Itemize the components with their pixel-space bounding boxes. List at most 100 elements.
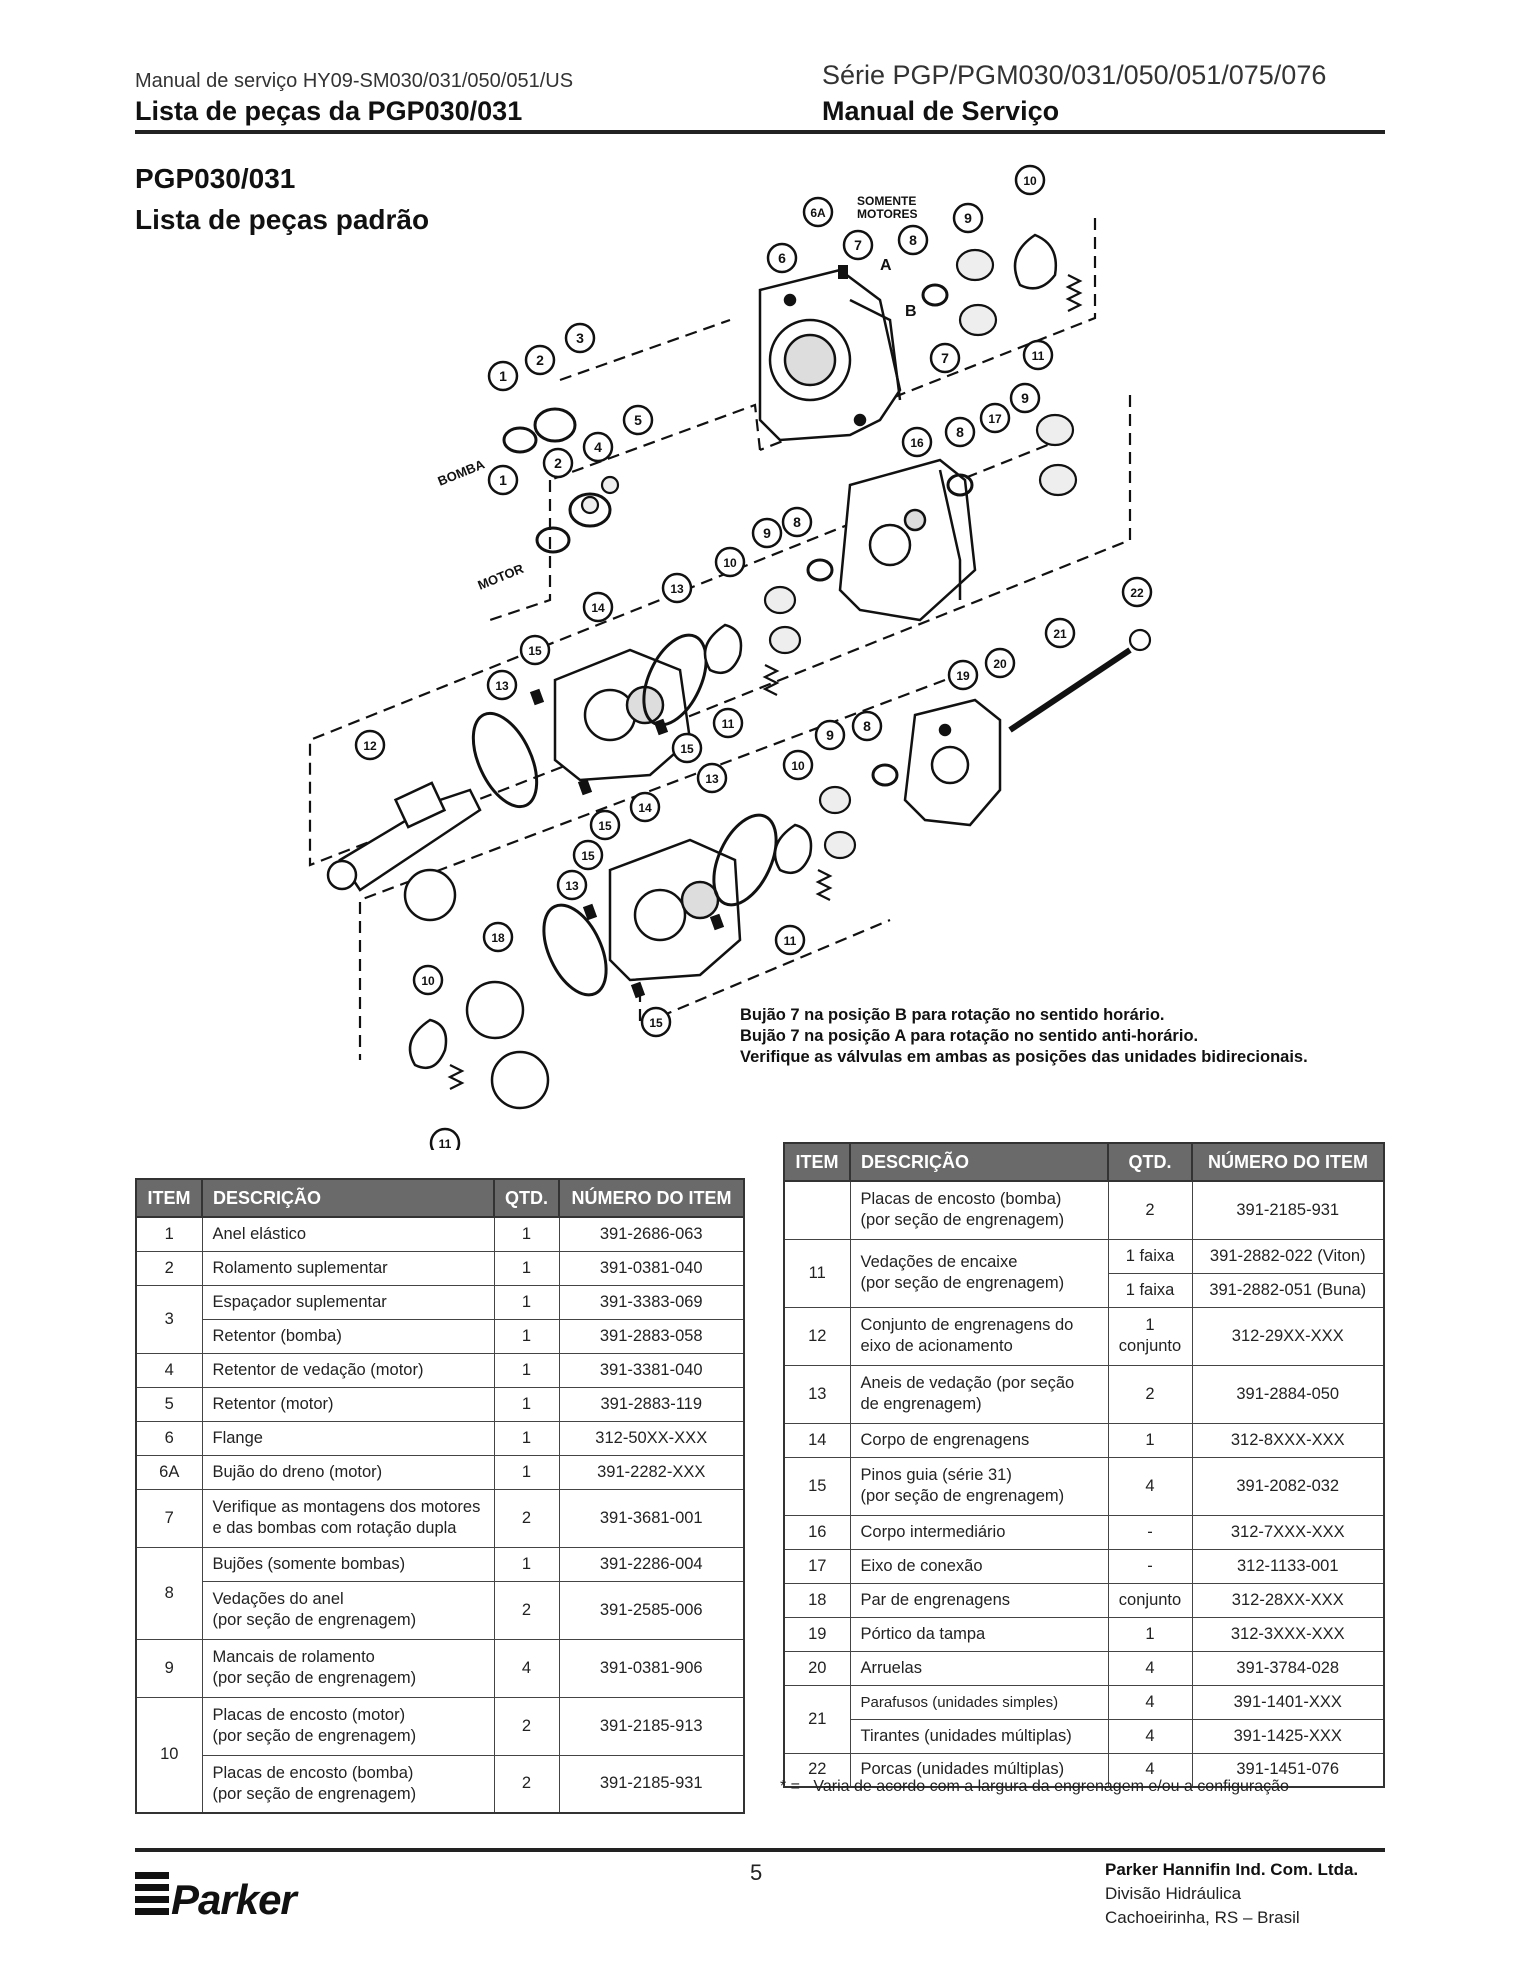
only-motors-label-1: SOMENTE	[857, 194, 916, 208]
part-number-cell: 391-2883-119	[558, 1386, 745, 1422]
part-number-cell: 391-1401-XXX	[1191, 1684, 1385, 1720]
desc-cell: Mancais de rolamento(por seção de engren…	[201, 1638, 495, 1698]
part-number-cell: 391-2185-931	[558, 1754, 745, 1814]
tie-rod-part	[1008, 628, 1152, 733]
callout-circle	[984, 647, 1016, 679]
parts-list-heading: Lista de peças da PGP030/031	[135, 96, 523, 126]
item-cell: 11	[783, 1238, 851, 1308]
part-number-cell: 391-2884-050	[1191, 1364, 1385, 1424]
drive-shaft-part	[326, 781, 482, 892]
callout-circle	[802, 196, 834, 228]
callout-number: 10	[723, 556, 737, 570]
item-cell: 21	[783, 1684, 851, 1754]
table-row: 17 Eixo de conexão - 312-1133-001	[783, 1548, 1385, 1584]
table-row: Placas de encosto (bomba)(por seção de e…	[783, 1180, 1385, 1240]
qty-cell: 2	[1107, 1364, 1193, 1424]
note-line-3: Verifique as válvulas em ambas as posiçõ…	[740, 1048, 1308, 1066]
callout-circle	[622, 404, 654, 436]
logo-wordmark: Parker	[171, 1876, 299, 1922]
qty-cell: 1	[1107, 1422, 1193, 1458]
gear-pair-part	[403, 868, 550, 1110]
callout-number: 9	[763, 525, 771, 541]
callout-number: 11	[439, 1137, 452, 1150]
table-row: 18 Par de engrenagens conjunto 312-28XX-…	[783, 1582, 1385, 1618]
col-item: ITEM	[135, 1178, 203, 1218]
desc-cell: Vedações do anel(por seção de engrenagem…	[201, 1580, 495, 1640]
gear-housing-part-1	[553, 648, 692, 782]
desc-cell: Bujão do dreno (motor)	[201, 1454, 495, 1490]
callout-group: 6A67789101112312451681792221192013109814…	[354, 164, 1153, 1150]
part-number-cell: 391-2282-XXX	[558, 1454, 745, 1490]
callout-number: 1	[499, 368, 507, 384]
callout-circle	[671, 732, 703, 764]
item-cell: 6	[135, 1420, 203, 1456]
part-number-cell: 391-2686-063	[558, 1216, 745, 1252]
qty-cell: 1	[493, 1546, 560, 1582]
qty-cell: 1	[1107, 1616, 1193, 1652]
item-cell	[783, 1180, 851, 1240]
qty-cell: 2	[493, 1580, 560, 1640]
part-number-cell: 391-1451-076	[1191, 1752, 1385, 1788]
item-cell: 8	[135, 1546, 203, 1640]
callout-number: 9	[826, 727, 834, 743]
table-row: 11 Vedações de encaixe(por seção de engr…	[783, 1238, 1385, 1308]
col-description: DESCRIÇÃO	[849, 1142, 1109, 1182]
callout-number: 7	[854, 237, 862, 253]
callout-circle	[542, 447, 574, 479]
item-cell: 15	[783, 1456, 851, 1516]
part-number-cell: 391-3383-069	[558, 1284, 745, 1320]
desc-cell: Corpo de engrenagens	[849, 1422, 1109, 1458]
callout-circle	[582, 431, 614, 463]
item-cell: 2	[135, 1250, 203, 1286]
qty-cell: 4	[1107, 1752, 1193, 1788]
table-row: Placas de encosto (bomba)(por seção de e…	[136, 1754, 745, 1814]
desc-cell: Porcas (unidades múltiplas)	[849, 1752, 1109, 1788]
manual-code: Manual de serviço HY09-SM030/031/050/051…	[135, 70, 574, 92]
callout-circle	[589, 809, 621, 841]
part-number-cell: 312-8XXX-XXX	[1191, 1422, 1385, 1458]
parts-table-left: ITEM DESCRIÇÃO QTD. NÚMERO DO ITEM 1 Ane…	[135, 1178, 745, 1814]
callout-number: 17	[988, 412, 1002, 426]
item-cell: 22	[783, 1752, 851, 1788]
table-row: Retentor (bomba) 1 391-2883-058	[136, 1318, 745, 1354]
desc-cell: Tirantes (unidades múltiplas)	[849, 1718, 1109, 1754]
callout-number: 20	[993, 657, 1007, 671]
qty-cell: -	[1107, 1548, 1193, 1584]
callout-circle	[714, 546, 746, 578]
callout-circle	[572, 839, 604, 871]
table-row: 21 Parafusos (unidades simples) 4 391-14…	[783, 1684, 1385, 1754]
qty-cell: 4	[1107, 1650, 1193, 1686]
qty-cell: 4	[1107, 1718, 1193, 1754]
callout-number: 8	[909, 232, 917, 248]
table-row: 15 Pinos guia (série 31)(por seção de en…	[783, 1456, 1385, 1516]
section-title-list: Lista de peças padrão	[135, 204, 430, 235]
desc-cell: Anel elástico	[201, 1216, 495, 1252]
bearings	[580, 248, 1078, 860]
callout-number: 6A	[810, 206, 826, 220]
end-cover-part	[903, 698, 1002, 827]
flange-part	[758, 268, 902, 442]
company-division: Divisão Hidráulica	[1105, 1884, 1242, 1903]
callout-number: 22	[1130, 586, 1144, 600]
callout-circle	[979, 402, 1011, 434]
callout-circle	[412, 964, 444, 996]
col-item: ITEM	[783, 1142, 851, 1182]
item-cell: 20	[783, 1650, 851, 1686]
callout-number: 13	[670, 582, 684, 596]
page-number: 5	[750, 1860, 763, 1885]
table-row: 3 Espaçador suplementar 1 391-3383-069	[135, 1284, 745, 1354]
col-qty: QTD.	[493, 1178, 560, 1218]
item-cell: 14	[783, 1422, 851, 1458]
part-number-cell: 312-7XXX-XXX	[1191, 1514, 1385, 1550]
table-row: 14 Corpo de engrenagens 1 312-8XXX-XXX	[783, 1422, 1385, 1458]
callout-number: 13	[565, 879, 579, 893]
desc-cell: Corpo intermediário	[849, 1514, 1109, 1550]
desc-cell: Bujões (somente bombas)	[201, 1546, 495, 1582]
table-row: 1 faixa 391-2882-051 (Buna)	[784, 1272, 1385, 1308]
qty-cell: 1	[493, 1386, 560, 1422]
manual-title: Manual de Serviço	[822, 96, 1060, 126]
exploded-view-diagram: SOMENTE MOTORES A B BOMBA MOTOR 6A677891…	[308, 164, 1153, 1150]
position-a-label: A	[880, 257, 892, 274]
qty-cell: 4	[1107, 1456, 1193, 1516]
